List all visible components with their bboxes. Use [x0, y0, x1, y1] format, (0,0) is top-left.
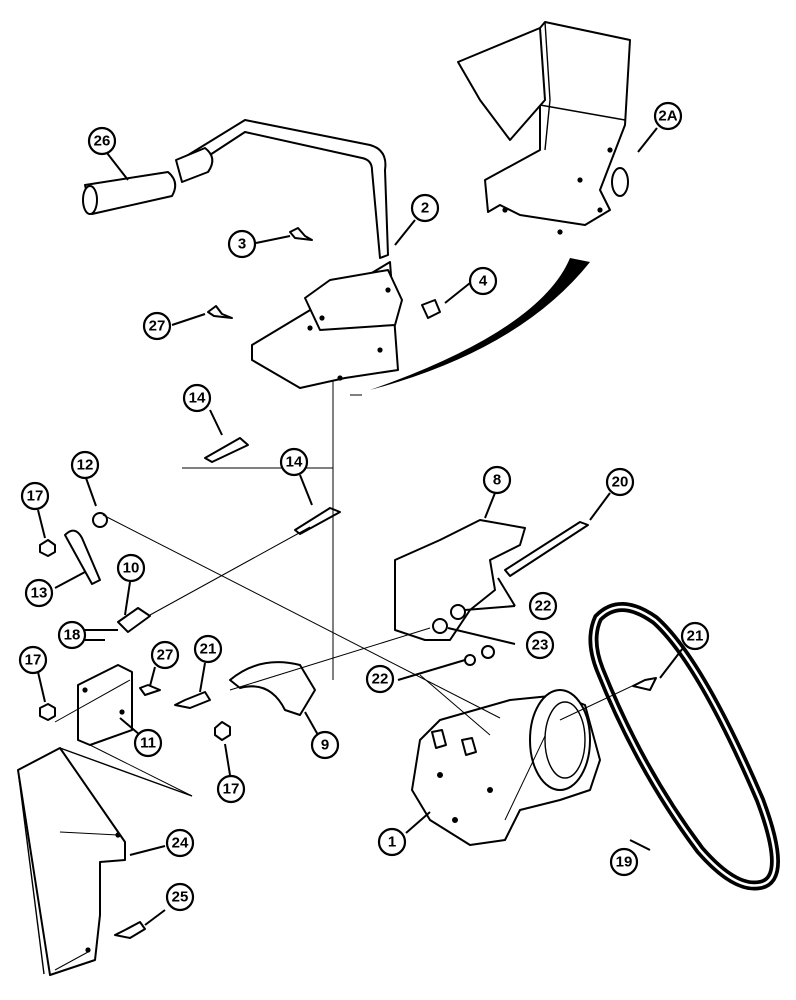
compressor-1 — [411, 689, 601, 846]
callout-2: 2 — [410, 193, 440, 223]
svg-text:25: 25 — [172, 889, 189, 906]
bolt-14-upper — [204, 437, 249, 463]
plate-11 — [77, 664, 133, 746]
svg-text:17: 17 — [25, 652, 42, 669]
callout-27-upper: 27 — [142, 311, 172, 341]
svg-text:8: 8 — [493, 472, 501, 489]
svg-text:26: 26 — [94, 133, 111, 150]
drive-belt-19 — [588, 602, 780, 891]
svg-text:20: 20 — [612, 474, 629, 491]
bushing-12 — [92, 512, 108, 528]
callout-13: 13 — [24, 578, 54, 608]
support-arm — [370, 258, 590, 390]
guard-plate-24 — [17, 747, 193, 976]
leader-lines — [37, 127, 684, 926]
handle-grip-26 — [82, 147, 214, 215]
svg-text:27: 27 — [157, 647, 174, 664]
bracket-9 — [229, 661, 316, 716]
callout-23: 23 — [525, 630, 555, 660]
svg-text:18: 18 — [64, 627, 81, 644]
callout-19: 19 — [609, 847, 639, 877]
nut-17-a — [39, 539, 56, 557]
bolt-25 — [114, 921, 146, 939]
svg-text:27: 27 — [149, 318, 166, 335]
callout-27-lower: 27 — [150, 640, 180, 670]
bolt-20 — [504, 521, 589, 577]
svg-text:4: 4 — [479, 273, 488, 290]
bolt-27-upper — [207, 305, 233, 319]
svg-text:10: 10 — [123, 560, 140, 577]
callout-8: 8 — [482, 465, 512, 495]
bolt-3 — [289, 227, 313, 241]
bushing-4 — [421, 299, 441, 319]
bracket-8 — [394, 519, 526, 641]
svg-text:17: 17 — [223, 781, 240, 798]
callout-9: 9 — [310, 730, 340, 760]
callout-17-c: 17 — [216, 774, 246, 804]
block-10 — [117, 607, 151, 633]
callout-26: 26 — [87, 126, 117, 156]
callout-12: 12 — [70, 450, 100, 480]
svg-text:11: 11 — [140, 735, 156, 752]
svg-text:22: 22 — [372, 671, 389, 688]
callout-3: 3 — [227, 229, 257, 259]
svg-text:21: 21 — [200, 641, 217, 658]
svg-text:9: 9 — [321, 737, 329, 754]
rod-end-13 — [64, 529, 101, 585]
svg-text:22: 22 — [535, 598, 552, 615]
callout-21-right: 21 — [680, 621, 710, 651]
bolt-21-left — [174, 691, 211, 709]
callouts: 26 2A 2 3 4 27 14 14 12 17 8 20 10 13 22… — [18, 101, 710, 912]
svg-text:2A: 2A — [658, 108, 677, 125]
washer-22-lower — [464, 654, 476, 666]
bolt-14-lower — [294, 507, 341, 535]
svg-text:12: 12 — [77, 457, 94, 474]
callout-1: 1 — [377, 827, 407, 857]
svg-text:2: 2 — [421, 200, 429, 217]
svg-text:3: 3 — [238, 236, 246, 253]
nut-23-right — [481, 645, 495, 659]
lever-assembly-2 — [179, 119, 403, 389]
callout-11: 11 — [133, 728, 163, 758]
bracket-housing-2a — [457, 21, 631, 235]
callout-10: 10 — [116, 553, 146, 583]
washer-22-upper — [450, 604, 466, 620]
svg-text:19: 19 — [616, 854, 633, 871]
svg-text:24: 24 — [172, 835, 189, 852]
callout-21-left: 21 — [193, 634, 223, 664]
nut-17-c — [214, 721, 231, 741]
svg-text:17: 17 — [27, 488, 44, 505]
callout-2a: 2A — [653, 101, 683, 131]
svg-text:1: 1 — [388, 834, 396, 851]
svg-text:23: 23 — [532, 637, 549, 654]
svg-text:21: 21 — [687, 628, 704, 645]
nut-23-left — [432, 618, 448, 634]
callout-17-a: 17 — [20, 481, 50, 511]
callout-22-lower: 22 — [365, 664, 395, 694]
callout-17-b: 17 — [18, 645, 48, 675]
callout-14-lower: 14 — [279, 447, 309, 477]
svg-text:14: 14 — [189, 390, 206, 407]
callout-24: 24 — [165, 828, 195, 858]
callout-18: 18 — [57, 620, 87, 650]
svg-text:14: 14 — [286, 454, 303, 471]
callout-22-upper: 22 — [528, 591, 558, 621]
callout-4: 4 — [468, 266, 498, 296]
bolt-27-lower — [139, 684, 161, 696]
callout-25: 25 — [165, 882, 195, 912]
svg-text:13: 13 — [31, 585, 48, 602]
callout-14-upper: 14 — [182, 383, 212, 413]
callout-20: 20 — [605, 467, 635, 497]
nut-17-b — [39, 703, 56, 721]
